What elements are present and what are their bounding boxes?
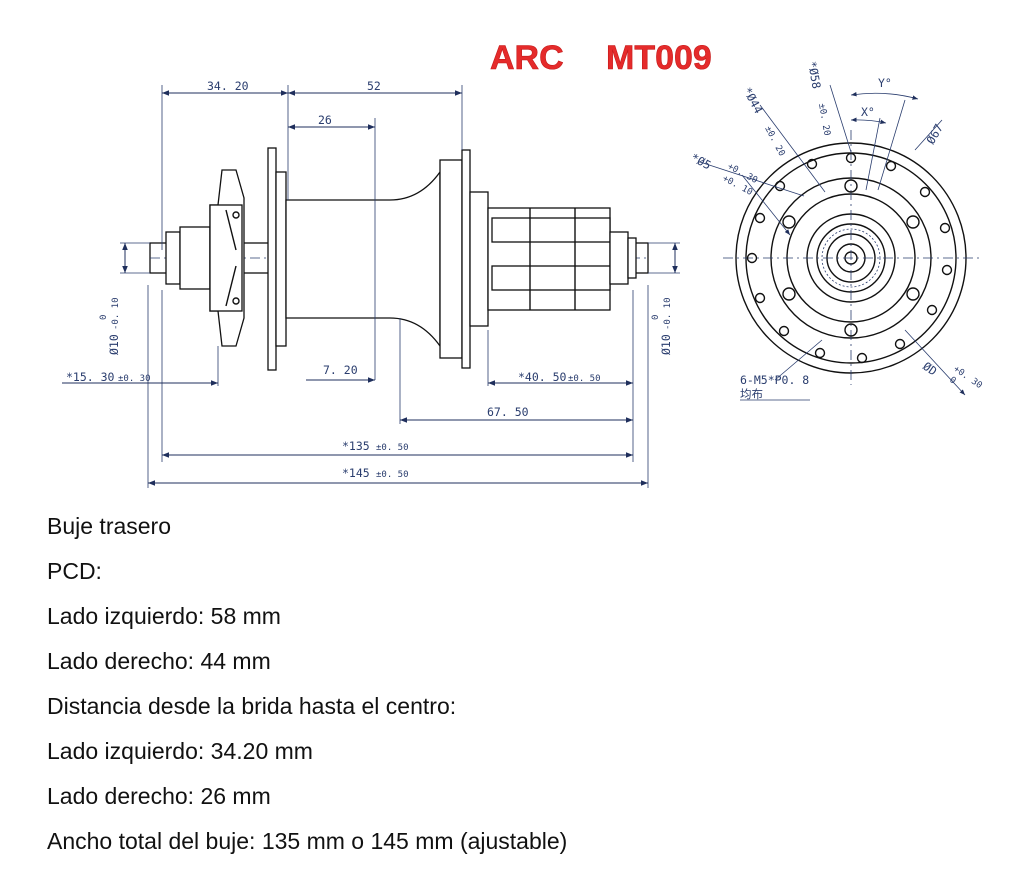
spec-line: Lado izquierdo: 58 mm xyxy=(47,603,281,629)
dim-width-145-tol: ±0. 50 xyxy=(376,470,409,480)
dim-right-offset-tol: ±0. 50 xyxy=(568,374,601,384)
label-dia-d: ØD xyxy=(920,359,939,378)
label-dia-67: Ø67 xyxy=(923,121,946,146)
dim-left-offset: *15. 30 xyxy=(66,370,115,384)
dim-width-135: *135 xyxy=(342,439,370,453)
label-angle-y: Y° xyxy=(878,76,892,90)
hub-end-view: *Ø58 ±0. 20 *Ø44 ±0. 20 *Ø5 +0. 30 +0. 1… xyxy=(689,60,984,401)
dim-axle-left-tol-bottom: -0. 10 xyxy=(111,297,121,330)
dim-width-135-tol: ±0. 50 xyxy=(376,443,409,453)
spec-list: Buje trasero PCD: Lado izquierdo: 58 mm … xyxy=(47,509,987,869)
brand-name: ARC xyxy=(490,39,564,77)
dim-axle-right-tol-bottom: -0. 10 xyxy=(663,297,673,330)
label-angle-x: X° xyxy=(861,105,875,119)
model-number: MT009 xyxy=(606,39,712,77)
spec-line: Buje trasero xyxy=(47,513,172,539)
label-thread-note: 均布 xyxy=(740,387,763,401)
dim-width-145: *145 xyxy=(342,466,370,480)
spec-line: PCD: xyxy=(47,558,102,584)
dim-body-right: 67. 50 xyxy=(487,405,529,419)
dim-axle-left: Ø10 xyxy=(107,334,121,355)
dim-center-offset: 7. 20 xyxy=(323,363,358,377)
spec-line: Lado izquierdo: 34.20 mm xyxy=(47,738,313,764)
spec-line: Lado derecho: 26 mm xyxy=(47,783,271,809)
dim-axle-right: Ø10 xyxy=(659,334,673,355)
label-pcd-44-tol: ±0. 20 xyxy=(762,125,786,158)
dim-right-offset: *40. 50 xyxy=(518,370,567,384)
label-pcd-44: *Ø44 xyxy=(740,85,765,116)
dim-flange-span: 52 xyxy=(367,79,381,93)
label-dia-d-tol-bottom: 0 xyxy=(947,375,957,386)
spec-line: Ancho total del buje: 135 mm o 145 mm (a… xyxy=(47,828,568,854)
spec-line: Lado derecho: 44 mm xyxy=(47,648,271,674)
label-thread: 6-M5*P0. 8 xyxy=(740,373,809,387)
label-hole-5: *Ø5 xyxy=(689,150,714,172)
label-pcd-58: *Ø58 xyxy=(805,60,824,90)
hub-side-view: 34. 20 52 26 *15. 30 ±0. 30 7. 20 *40. 5… xyxy=(62,79,680,488)
hub-technical-drawing: ARC MT009 xyxy=(62,39,984,488)
dim-left-offset-tol: ±0. 30 xyxy=(118,374,151,384)
dim-axle-right-tol-top: 0 xyxy=(651,315,661,320)
spec-line: Distancia desde la brida hasta el centro… xyxy=(47,693,457,719)
label-pcd-58-tol: ±0. 20 xyxy=(816,103,831,137)
dim-axle-left-tol-top: 0 xyxy=(99,315,109,320)
dim-center-to-right: 26 xyxy=(318,113,332,127)
dim-flange-left: 34. 20 xyxy=(207,79,249,93)
